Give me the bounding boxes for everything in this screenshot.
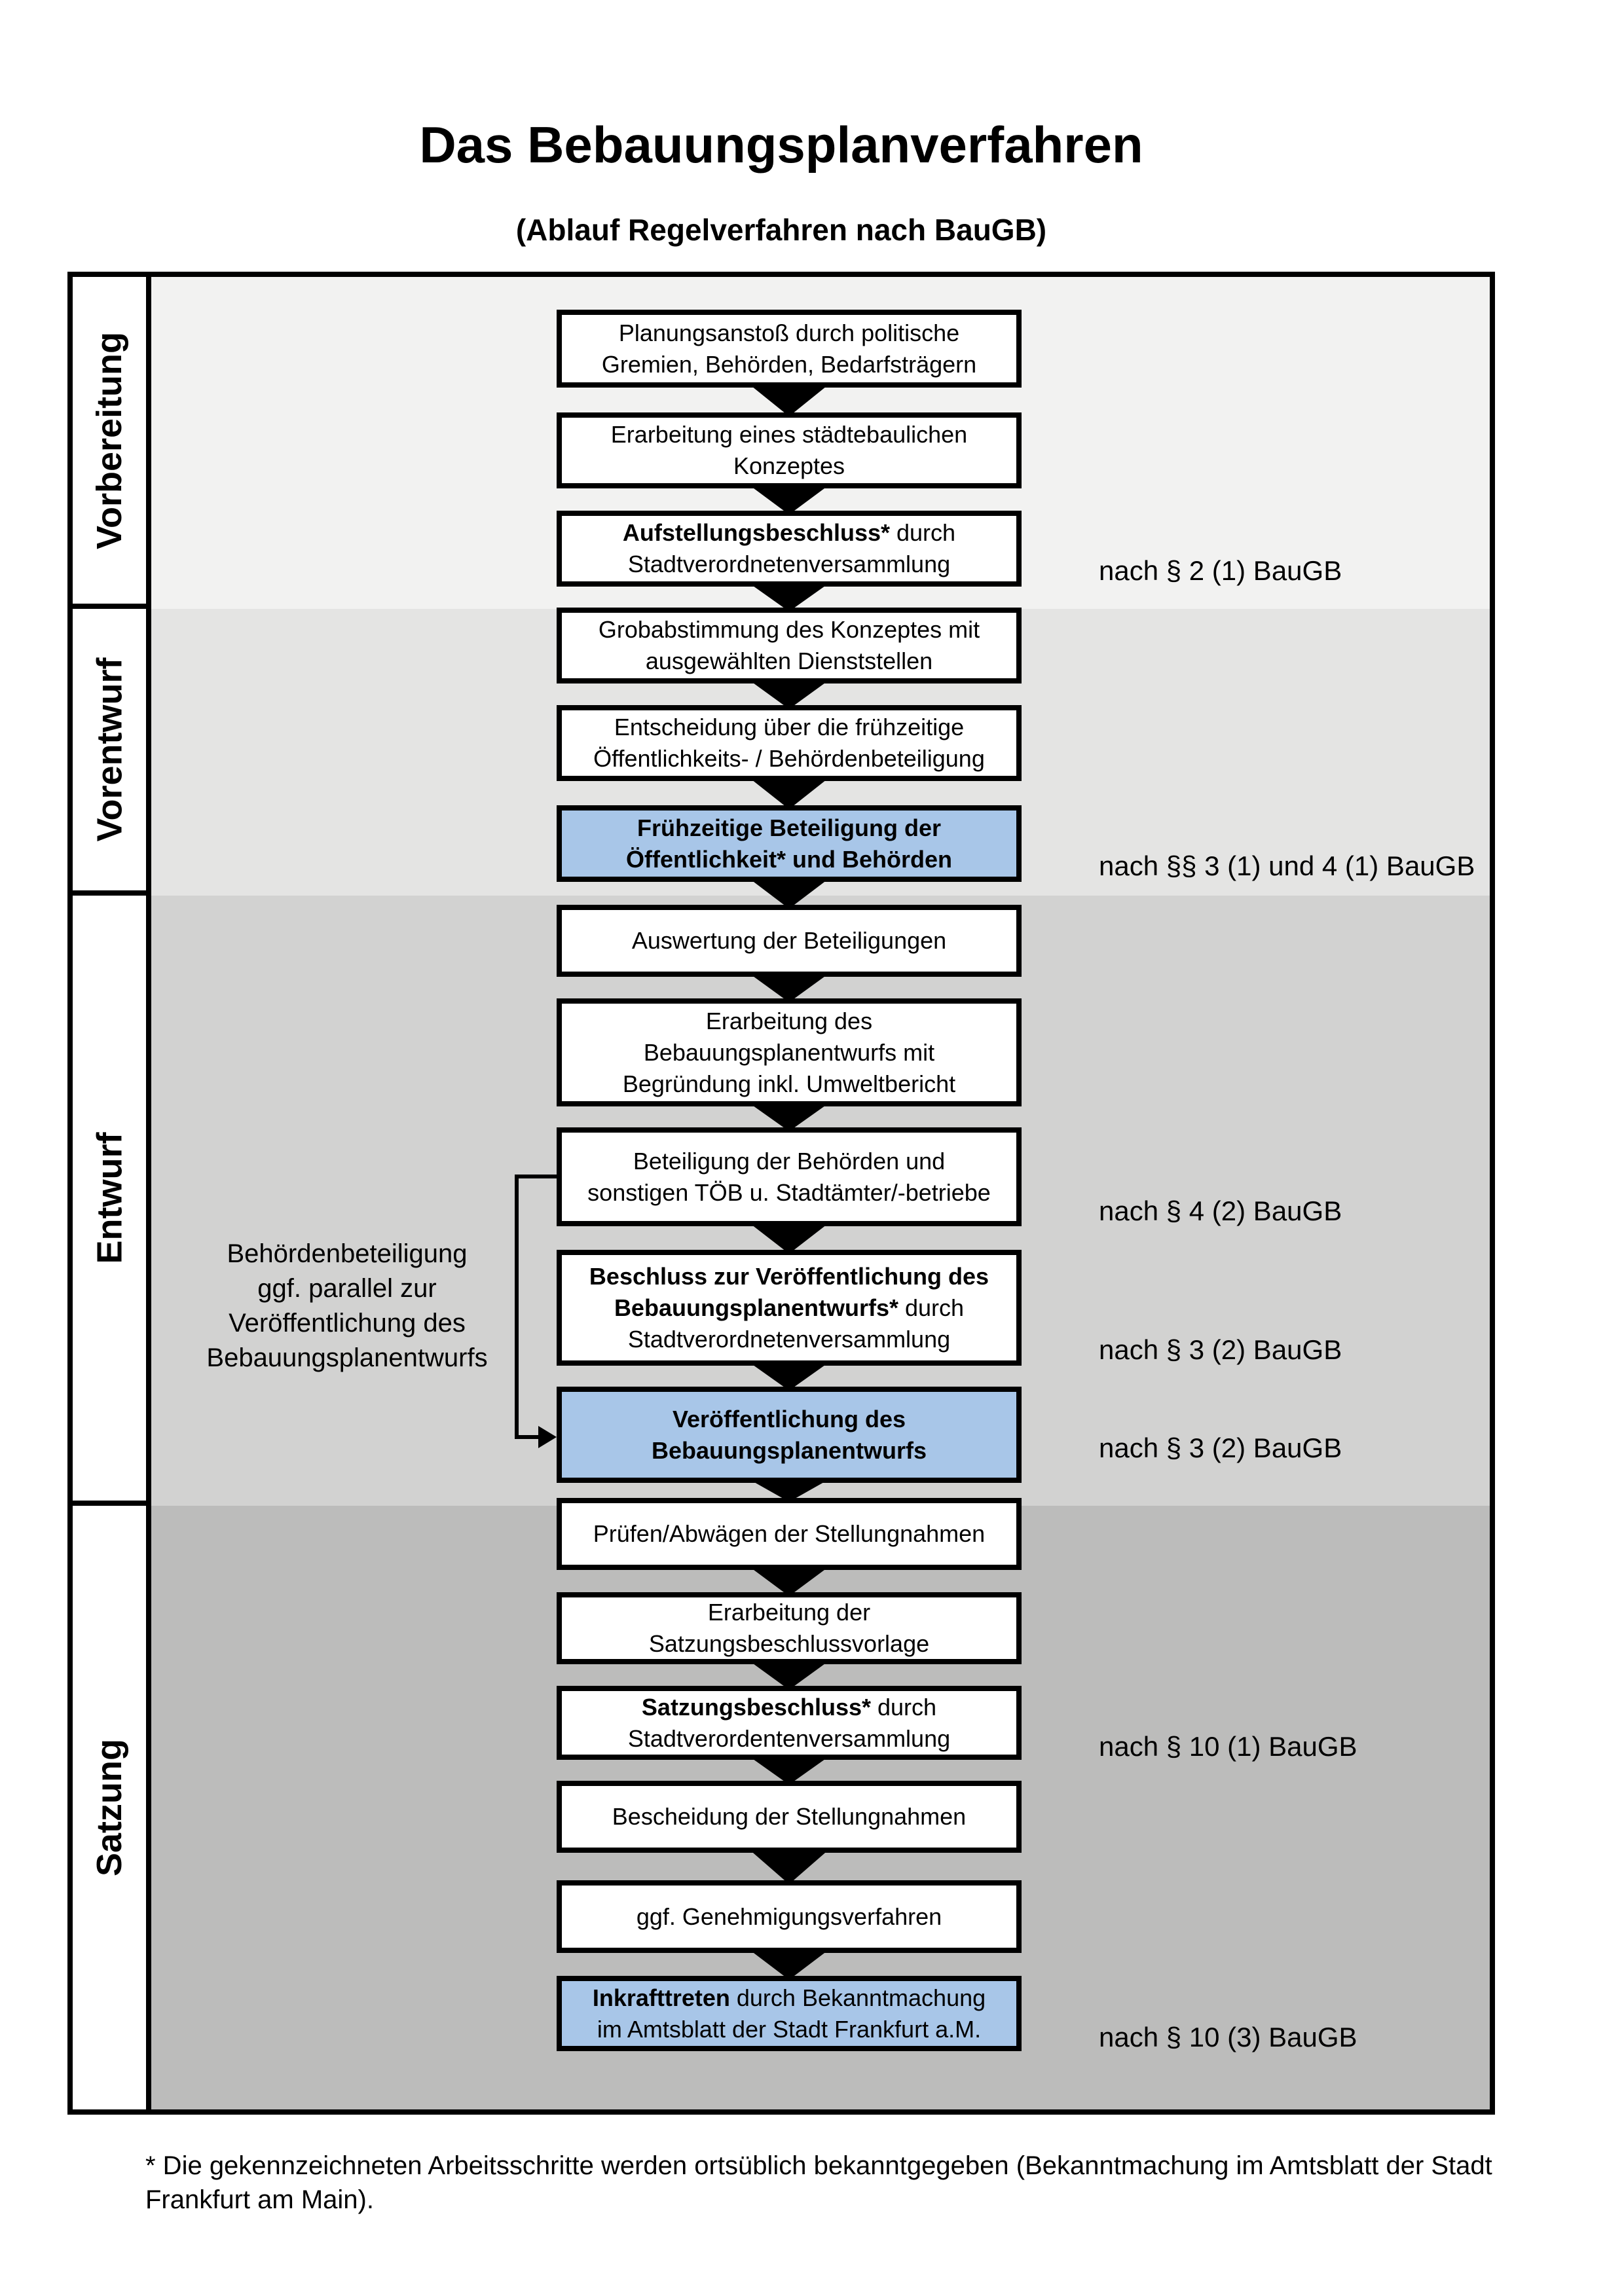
flow-box-text: Planungsanstoß durch politische: [618, 319, 960, 346]
flow-box-text: Entscheidung über die frühzeitige: [614, 714, 965, 740]
flow-box-text: Gremien, Behörden, Bedarfsträgern: [601, 350, 977, 378]
flow-box-text: Beteiligung der Behörden und: [633, 1147, 946, 1175]
arrow-down-icon: [748, 973, 830, 1002]
arrow-down-icon: [748, 680, 830, 709]
arrow-down-icon: [748, 1222, 830, 1254]
footnote: * Die gekennzeichneten Arbeitsschritte w…: [145, 2149, 1527, 2217]
flow-box-15: Bescheidung der Stellungnahmen: [557, 1781, 1022, 1853]
flow-box-12: Prüfen/Abwägen der Stellungnahmen: [557, 1498, 1022, 1570]
flow-box-text: Bebauungsplanentwurfs mit: [643, 1038, 935, 1066]
flow-box-text: Begründung inkl. Umweltbericht: [622, 1070, 956, 1097]
phase-divider: [73, 604, 151, 609]
arrow-down-icon: [748, 384, 830, 416]
arrow-down-icon: [748, 583, 830, 611]
flow-box-text: Inkrafttreten durch Bekanntmachung: [592, 1984, 986, 2011]
flow-box-text: Erarbeitung der: [707, 1599, 871, 1626]
phase-divider: [73, 890, 151, 896]
arrow-down-icon: [748, 777, 830, 809]
flow-box-9: Beteiligung der Behörden und sonstigen TÖ…: [557, 1127, 1022, 1226]
arrow-down-icon: [748, 878, 830, 909]
footnote-line: Frankfurt am Main).: [145, 2185, 374, 2214]
legal-reference: nach § 2 (1) BauGB: [1099, 555, 1342, 586]
legal-reference: nach §§ 3 (1) und 4 (1) BauGB: [1099, 850, 1475, 881]
side-note-line: ggf. parallel zur: [257, 1274, 437, 1303]
side-note-line: Veröffentlichung des: [229, 1309, 466, 1338]
phase-label-satzung: Satzung: [90, 1739, 129, 1876]
flow-box-text: Aufstellungsbeschluss* durch: [622, 519, 956, 546]
flow-box-text: Beschluss zur Veröffentlichung des: [589, 1262, 989, 1290]
side-note-line: Behördenbeteiligung: [227, 1239, 468, 1268]
legal-reference: nach § 10 (1) BauGB: [1099, 1731, 1357, 1762]
flow-box-text: Prüfen/Abwägen der Stellungnahmen: [593, 1520, 986, 1547]
flow-box-text: Bescheidung der Stellungnahmen: [612, 1803, 967, 1830]
phase-column-separator: [146, 277, 151, 2109]
flow-box-text: Stadtverordnetenversammlung: [627, 1325, 951, 1353]
flow-box-text: Frühzeitige Beteiligung der: [637, 814, 942, 841]
flow-box-text: im Amtsblatt der Stadt Frankfurt a.M.: [597, 2015, 982, 2043]
page-title: Das Bebauungsplanverfahren: [419, 116, 1143, 173]
phase-cell-entwurf: Entwurf: [73, 896, 146, 1501]
flow-box-17: Inkrafttreten durch Bekanntmachung im Amt…: [557, 1976, 1022, 2051]
phase-cell-vorentwurf: Vorentwurf: [73, 609, 146, 890]
flow-box-7: Auswertung der Beteiligungen: [557, 905, 1022, 977]
flow-box-text: Öffentlichkeits- / Behördenbeteiligung: [593, 745, 985, 772]
phase-cell-vorbereitung: Vorbereitung: [73, 277, 146, 604]
flow-box-text: Stadtverordentenversammlung: [627, 1724, 951, 1752]
flow-box-text: Erarbeitung eines städtebaulichen: [610, 421, 968, 448]
flow-box-text: Konzeptes: [733, 452, 845, 479]
arrow-down-icon: [748, 1102, 830, 1131]
flow-box-text: ausgewählten Dienststellen: [645, 647, 933, 674]
bracket-line: [515, 1175, 557, 1178]
legal-reference: nach § 4 (2) BauGB: [1099, 1195, 1342, 1226]
phase-label-vorbereitung: Vorbereitung: [90, 331, 130, 549]
flow-box-text: Satzungsbeschluss* durch: [641, 1693, 937, 1721]
footnote-line: * Die gekennzeichneten Arbeitsschritte w…: [145, 2151, 1492, 2180]
arrow-down-icon: [748, 1849, 830, 1884]
phase-label-entwurf: Entwurf: [90, 1132, 130, 1264]
bracket-line: [515, 1435, 544, 1439]
arrow-down-icon: [748, 484, 830, 515]
flow-box-text: Öffentlichkeit* und Behörden: [625, 845, 953, 873]
arrow-down-icon: [748, 1566, 830, 1596]
flow-box-text: Grobabstimmung des Konzeptes mit: [598, 616, 980, 643]
arrow-down-icon: [748, 1756, 830, 1785]
phase-cell-satzung: Satzung: [73, 1506, 146, 2109]
bracket-line: [515, 1175, 519, 1439]
arrow-down-icon: [748, 1660, 830, 1690]
phase-label-vorentwurf: Vorentwurf: [90, 657, 129, 842]
flow-box-text: Veröffentlichung des: [672, 1405, 906, 1432]
flow-box-text: Satzungsbeschlussvorlage: [648, 1630, 930, 1657]
flow-box-text: ggf. Genehmigungsverfahren: [636, 1903, 942, 1930]
side-note: Behördenbeteiligung ggf. parallel zur Ve…: [203, 1237, 491, 1376]
phase-divider: [73, 1501, 151, 1506]
flow-box-text: Bebauungsplanentwurfs* durch: [614, 1294, 965, 1321]
side-note-line: Bebauungsplanentwurfs: [206, 1343, 488, 1372]
flow-box-4: Grobabstimmung des Konzeptes mit ausgewäh…: [557, 608, 1022, 683]
bracket-arrow-icon: [538, 1426, 557, 1448]
diagram-frame: Vorbereitung Vorentwurf Entwurf Satzung …: [67, 272, 1495, 2115]
arrow-down-icon: [748, 1362, 830, 1391]
flow-box-text: Erarbeitung des: [705, 1007, 873, 1034]
flow-box-16: ggf. Genehmigungsverfahren: [557, 1880, 1022, 1953]
flow-box-text: sonstigen TÖB u. Stadtämter/-betriebe: [587, 1178, 991, 1206]
legal-reference: nach § 10 (3) BauGB: [1099, 2022, 1357, 2052]
flow-box-text: Auswertung der Beteiligungen: [631, 927, 947, 954]
flow-box-text: Stadtverordnetenversammlung: [627, 551, 951, 577]
legal-reference: nach § 3 (2) BauGB: [1099, 1432, 1342, 1463]
flow-box-text: Bebauungsplanentwurfs: [651, 1436, 927, 1464]
arrow-down-icon: [748, 1949, 830, 1980]
page-subtitle: (Ablauf Regelverfahren nach BauGB): [515, 213, 1047, 247]
legal-reference: nach § 3 (2) BauGB: [1099, 1334, 1342, 1365]
